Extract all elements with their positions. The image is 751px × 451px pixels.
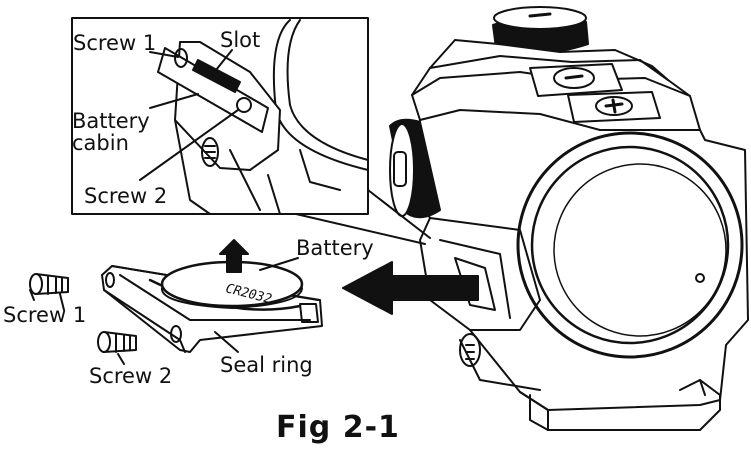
inset-detail <box>71 17 431 245</box>
screw1-label: Screw 1 <box>3 303 87 327</box>
battery-label: Battery <box>296 236 374 260</box>
screw-2 <box>97 331 137 365</box>
red-dot-sight <box>389 6 749 431</box>
remove-battery-arrow <box>219 239 249 273</box>
screw-1 <box>29 273 69 311</box>
inset-battery-cabin-label: Battery cabin <box>72 109 150 155</box>
battery-tray <box>101 257 323 353</box>
screw2-label: Screw 2 <box>89 364 173 388</box>
seal-ring-label: Seal ring <box>220 353 313 377</box>
inset-screw2-label: Screw 2 <box>84 184 168 208</box>
insert-direction-arrow <box>342 261 479 315</box>
figure-caption: Fig 2-1 <box>276 410 400 445</box>
inset-screw1-label: Screw 1 <box>73 31 157 55</box>
inset-slot-label: Slot <box>220 28 261 52</box>
